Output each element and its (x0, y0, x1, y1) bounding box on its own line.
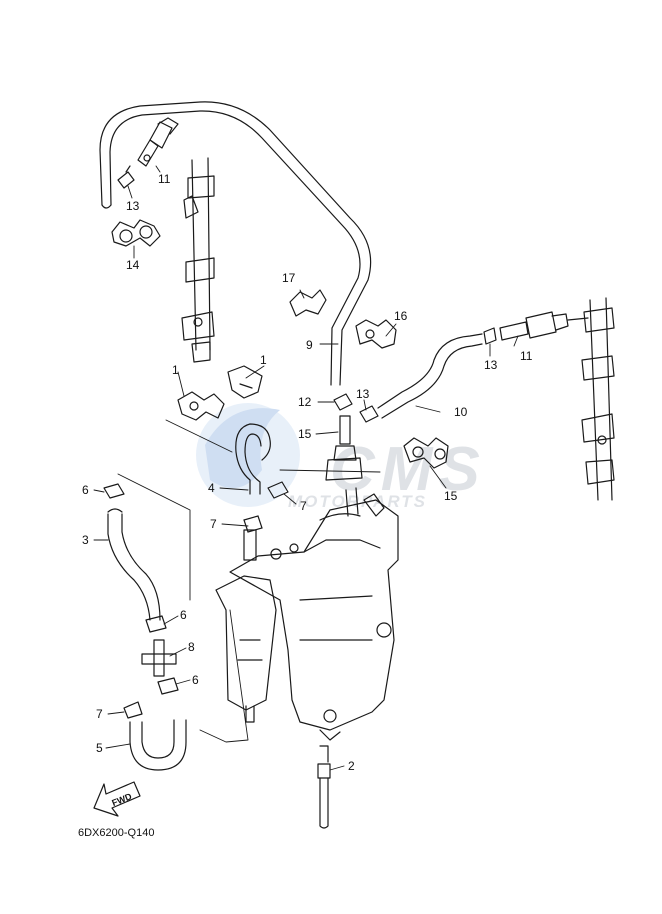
callout-5: 5 (96, 741, 103, 755)
fitting-11-top (137, 117, 179, 167)
tee-8 (141, 639, 177, 677)
clamp-15 (403, 437, 449, 469)
hose-top-loop (99, 101, 372, 386)
callout-13-right: 13 (484, 358, 498, 372)
fuel-rail-right (581, 297, 615, 501)
hose-4 (235, 423, 271, 495)
callout-3: 3 (82, 533, 89, 547)
callout-6-top: 6 (82, 483, 89, 497)
callout-13-mid: 13 (356, 387, 370, 401)
callout-11-top: 11 (158, 172, 171, 186)
callout-4: 4 (208, 481, 215, 495)
callout-7-top: 7 (300, 499, 307, 513)
callout-13-left: 12 (298, 395, 312, 409)
clamp-16 (355, 319, 397, 349)
clip-6-top (103, 483, 125, 499)
callout-13-top: 13 (126, 199, 140, 213)
callout-17: 17 (282, 271, 296, 285)
clip-13-top (117, 165, 135, 189)
callouts: 11 13 14 17 16 9 11 13 1 1 13 12 10 15 1… (82, 172, 533, 773)
callout-15: 15 (444, 489, 458, 503)
callout-14: 14 (126, 258, 140, 272)
clip-6-mid (145, 615, 167, 633)
callout-7-mid: 7 (210, 517, 217, 531)
callout-8: 8 (188, 640, 195, 654)
fitting-11-right (499, 311, 589, 341)
clip-13-mid (333, 393, 379, 423)
fwd-label: FWD (110, 791, 133, 808)
clip-13-right (483, 327, 497, 345)
callout-12: 15 (298, 427, 312, 441)
clip-6-low (157, 677, 179, 695)
pump-leg-left (245, 705, 255, 723)
hose-3 (107, 508, 161, 621)
callout-9: 9 (306, 338, 313, 352)
bracket-1-left (177, 391, 225, 421)
diagram-code: 6DX6200-Q140 (78, 827, 154, 839)
pump-body (215, 487, 399, 741)
leader-lines (117, 419, 381, 743)
fwd-arrow (93, 781, 141, 817)
callout-1-left: 1 (172, 363, 179, 377)
bracket-1-right (227, 365, 263, 399)
hose-5 (129, 719, 187, 771)
clip-7-low (123, 701, 143, 719)
clip-7-top (267, 481, 289, 499)
pipe-2 (317, 745, 331, 829)
callout-7-low: 7 (96, 707, 103, 721)
watermark-brand: CMS (330, 435, 486, 504)
callout-11-right: 11 (520, 349, 533, 363)
fitting-12 (325, 415, 363, 481)
callout-10: 10 (454, 405, 468, 419)
callout-2: 2 (348, 759, 355, 773)
callout-6-low: 6 (192, 673, 199, 687)
callout-6-mid: 6 (180, 608, 187, 622)
callout-1-right: 1 (260, 353, 267, 367)
fuel-rail-left (181, 157, 215, 363)
clamp-14 (111, 219, 161, 247)
clamp-17 (289, 289, 327, 317)
callout-leaders (93, 165, 519, 771)
callout-16: 16 (394, 309, 408, 323)
hose-10 (377, 333, 483, 419)
clip-7-mid (243, 515, 263, 533)
watermark: CMS MOTORPARTS (196, 403, 486, 511)
